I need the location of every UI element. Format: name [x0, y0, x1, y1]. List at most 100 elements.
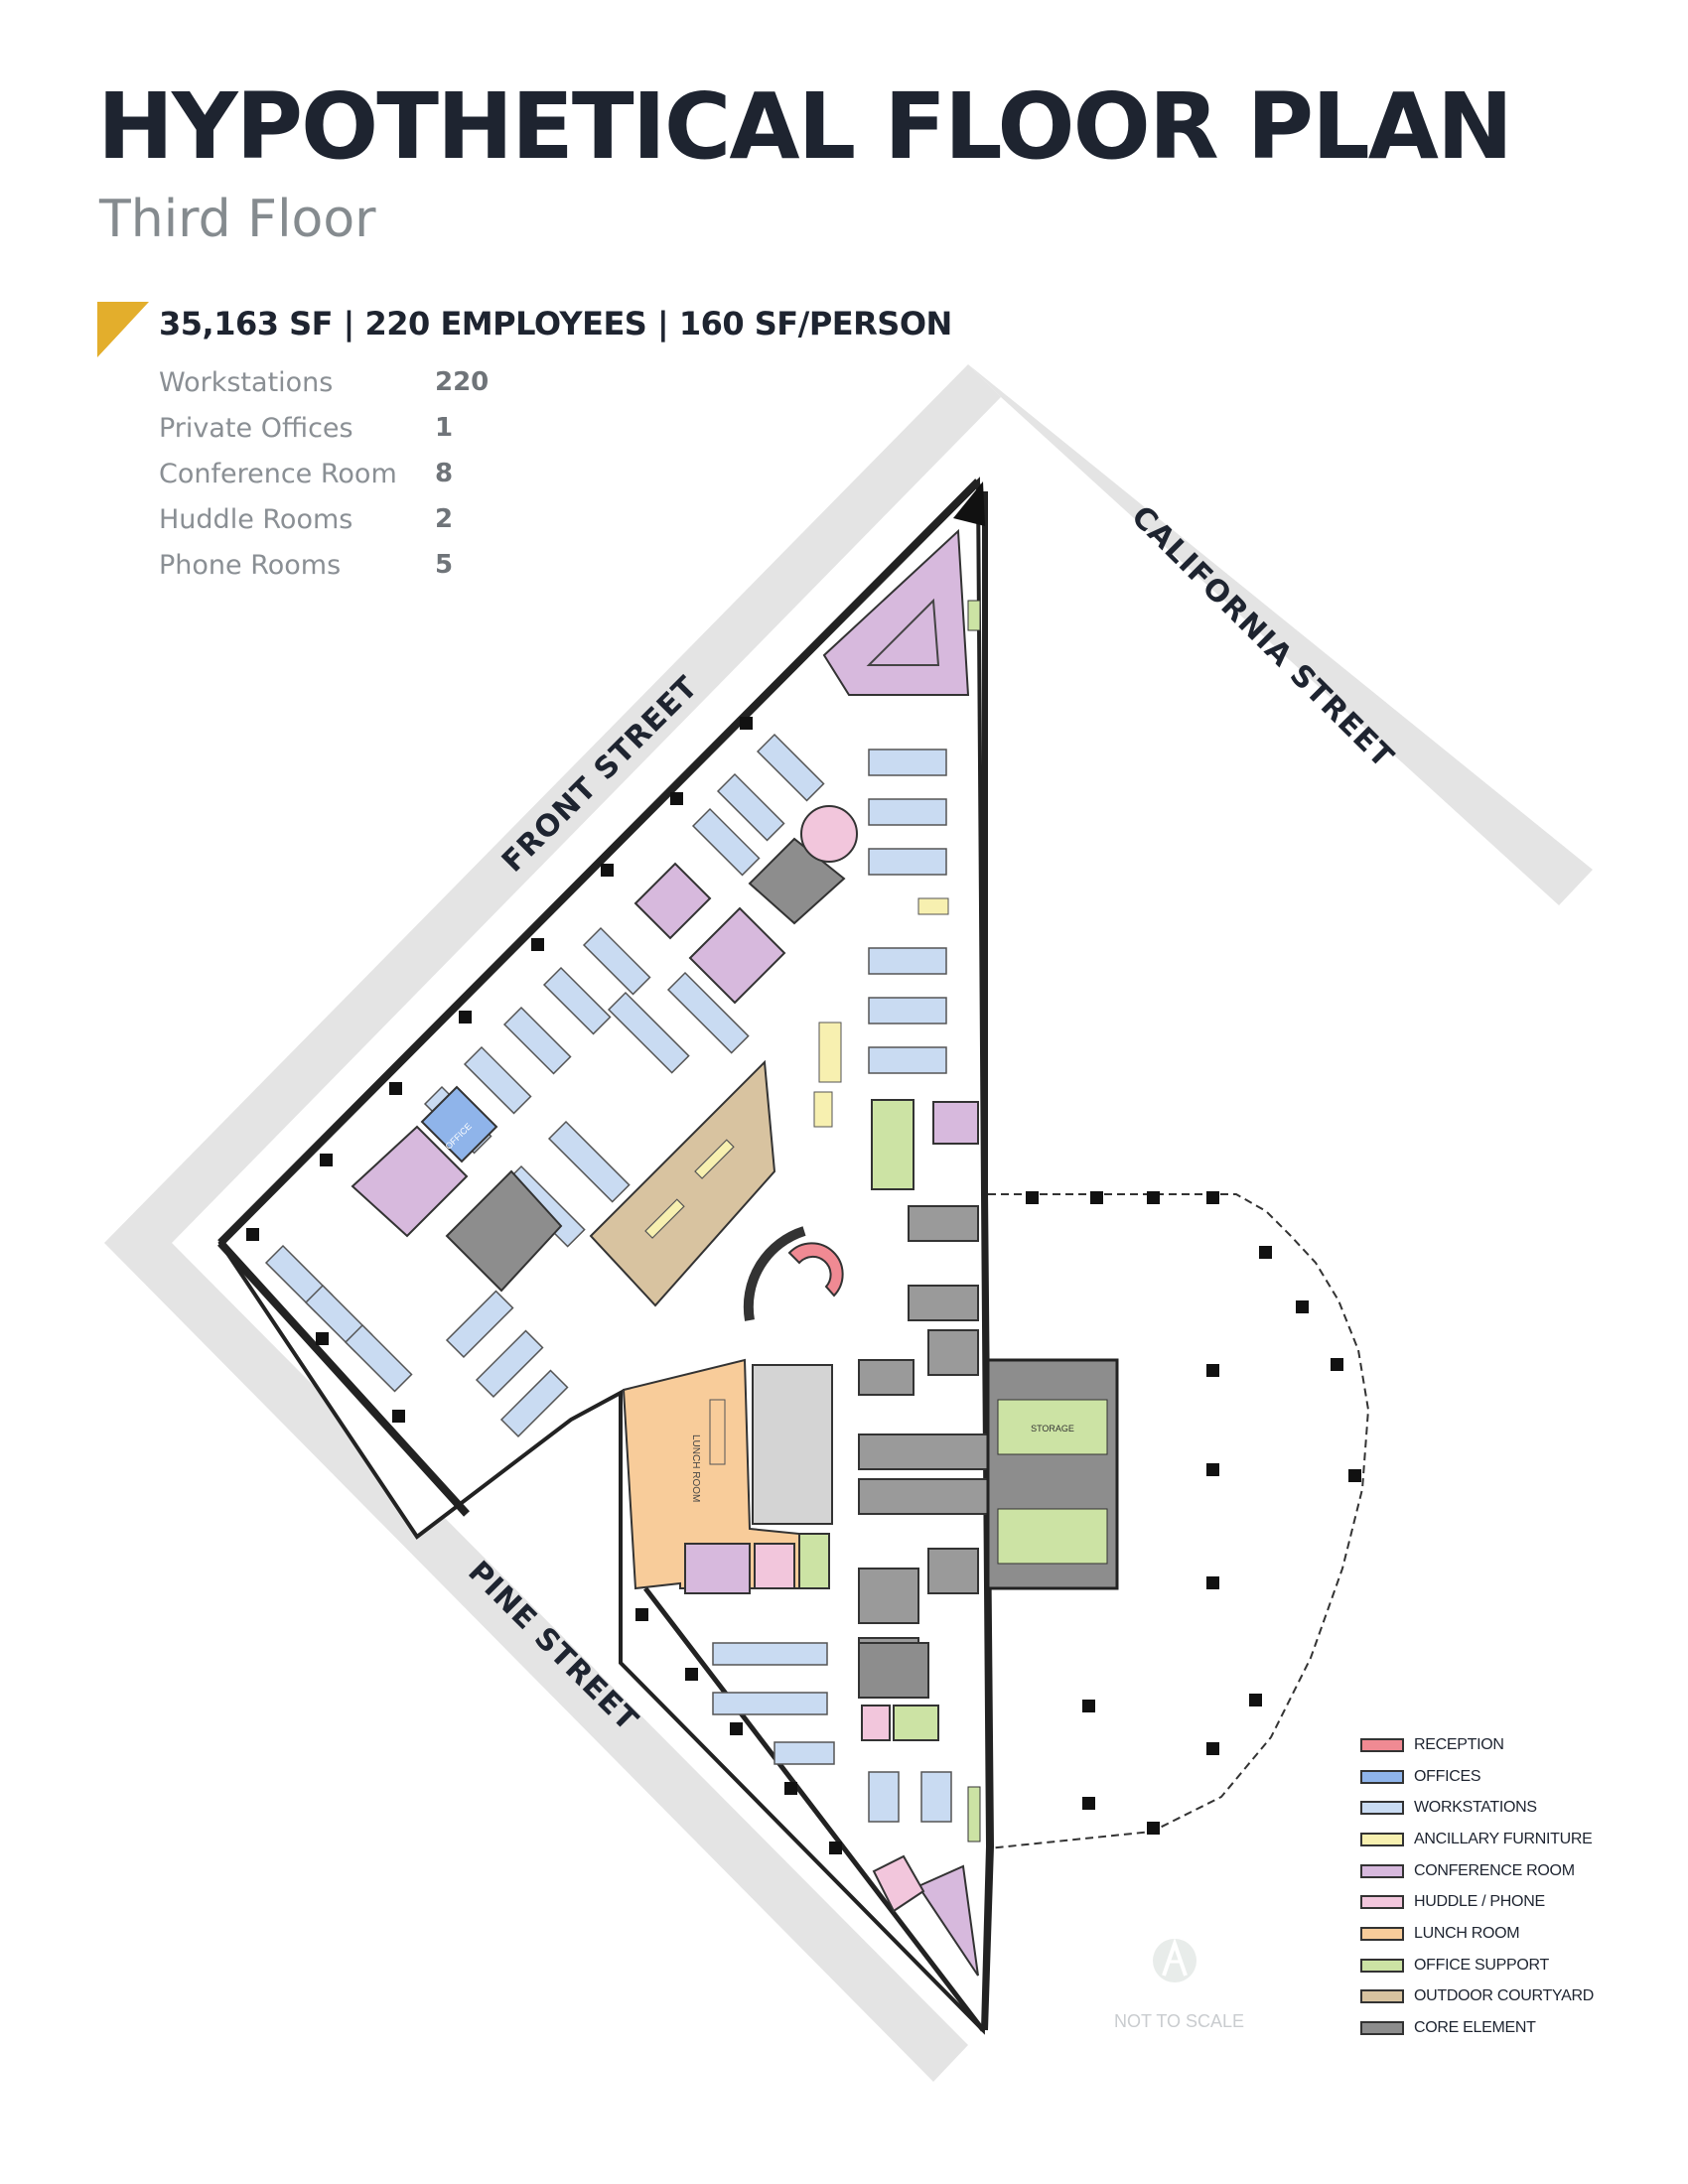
- legend-label: OFFICES: [1414, 1767, 1481, 1785]
- storage-room: [997, 1399, 1108, 1455]
- courtyard-tables: [644, 1139, 735, 1239]
- legend-item-core-element: CORE ELEMENT: [1360, 2012, 1594, 2044]
- legend-item-office-support: OFFICE SUPPORT: [1360, 1950, 1594, 1981]
- count-row-private-offices: Private Offices 1: [159, 405, 489, 451]
- storage-room-2: [997, 1508, 1108, 1565]
- ancillary-bench: [818, 1022, 842, 1083]
- huddle-room-north: [800, 805, 858, 863]
- legend-item-huddle-phone: HUDDLE / PHONE: [1360, 1886, 1594, 1918]
- legend-swatch: [1360, 1801, 1404, 1816]
- workstation-cluster-south: [712, 1642, 952, 1823]
- legend-label: ANCILLARY FURNITURE: [1414, 1830, 1593, 1847]
- legend-item-lunch-room: LUNCH ROOM: [1360, 1918, 1594, 1950]
- count-label: Huddle Rooms: [159, 503, 353, 535]
- legend-label: CORE ELEMENT: [1414, 2019, 1536, 2037]
- legend-swatch: [1360, 2021, 1404, 2036]
- street-band-front: [104, 364, 1001, 1243]
- conference-room-west: [351, 1125, 469, 1238]
- north-arrow-icon: [1153, 1937, 1196, 1982]
- legend-item-conference-room: CONFERENCE ROOM: [1360, 1855, 1594, 1887]
- legend-swatch: [1360, 1926, 1404, 1941]
- legend-label: OUTDOOR COURTYARD: [1414, 1987, 1594, 2005]
- legend-label: RECEPTION: [1414, 1735, 1504, 1753]
- page-title: HYPOTHETICAL FLOOR PLAN: [97, 73, 1513, 180]
- workstation-cluster-north: [868, 749, 947, 1074]
- north-corner-wedge: [953, 481, 985, 526]
- legend-swatch: [1360, 1958, 1404, 1973]
- private-office: [420, 1085, 498, 1163]
- space-counts: Workstations 220 Private Offices 1 Confe…: [159, 359, 489, 588]
- count-value: 8: [435, 459, 454, 488]
- legend-swatch: [1360, 1863, 1404, 1878]
- huddle-room-east: [932, 1101, 979, 1145]
- count-label: Phone Rooms: [159, 549, 342, 581]
- street-band-pine: [104, 1243, 968, 2082]
- courtyard-columns: [1026, 1191, 1361, 1835]
- accent-triangle-icon: [97, 302, 149, 357]
- pine-facade-south: [643, 1586, 985, 2032]
- page-subtitle: Third Floor: [99, 190, 376, 249]
- count-label: Workstations: [159, 366, 334, 398]
- facade-columns: [246, 717, 842, 1854]
- legend-item-reception: RECEPTION: [1360, 1729, 1594, 1761]
- legend-item-ancillary-furniture: ANCILLARY FURNITURE: [1360, 1824, 1594, 1855]
- conference-room-lunch: [684, 1543, 751, 1594]
- legend-swatch: [1360, 1989, 1404, 2004]
- support-strip-south: [967, 1786, 981, 1843]
- count-row-phone-rooms: Phone Rooms 5: [159, 542, 489, 588]
- legend-swatch: [1360, 1737, 1404, 1752]
- outdoor-courtyard-boundary: [987, 1193, 1370, 1849]
- legend-label: CONFERENCE ROOM: [1414, 1861, 1575, 1879]
- copy-room-south: [893, 1705, 939, 1741]
- count-value: 220: [435, 367, 490, 397]
- office-support-copy: [871, 1099, 914, 1190]
- street-label-pine: PINE STREET: [461, 1555, 644, 1738]
- count-label: Conference Room: [159, 458, 397, 489]
- mechanical-room: [858, 1642, 929, 1699]
- count-value: 2: [435, 504, 454, 534]
- legend: RECEPTION OFFICES WORKSTATIONS ANCILLARY…: [1360, 1729, 1594, 2044]
- count-label: Private Offices: [159, 412, 353, 444]
- not-to-scale-note: NOT TO SCALE: [1114, 2011, 1245, 2031]
- conference-room-front-1: [633, 862, 712, 940]
- legend-label: WORKSTATIONS: [1414, 1799, 1537, 1817]
- street-label-california: CALIFORNIA STREET: [1124, 499, 1400, 775]
- support-strip-top: [967, 600, 981, 631]
- conference-room-south: [916, 1864, 979, 1977]
- count-row-conference-room: Conference Room 8: [159, 451, 489, 496]
- ancillary-bench-2: [813, 1091, 833, 1128]
- core-element-west: [445, 1169, 563, 1293]
- wellness-room: [798, 1533, 830, 1589]
- core-east-wing: STORAGE: [986, 1358, 1119, 1590]
- legend-label: LUNCH ROOM: [1414, 1924, 1520, 1942]
- board-room-table: [866, 598, 940, 666]
- count-row-huddle-rooms: Huddle Rooms 2: [159, 496, 489, 542]
- legend-label: OFFICE SUPPORT: [1414, 1956, 1549, 1974]
- street-bands: [104, 364, 1593, 2082]
- outdoor-courtyard: [589, 1059, 776, 1307]
- lunch-room-counter: [709, 1399, 726, 1465]
- restrooms: [752, 1364, 833, 1525]
- count-row-workstations: Workstations 220: [159, 359, 489, 405]
- front-facade: [217, 478, 981, 1246]
- legend-item-offices: OFFICES: [1360, 1761, 1594, 1793]
- reception-seating-arc: [743, 1226, 806, 1321]
- phone-room-south: [861, 1705, 891, 1741]
- summary-stats: 35,163 SF | 220 EMPLOYEES | 160 SF/PERSO…: [159, 305, 952, 342]
- storage-label: STORAGE: [1031, 1424, 1074, 1433]
- legend-item-workstations: WORKSTATIONS: [1360, 1792, 1594, 1824]
- legend-swatch: [1360, 1832, 1404, 1846]
- board-room: [822, 528, 970, 696]
- count-value: 1: [435, 413, 454, 443]
- ancillary-table-north: [917, 897, 949, 915]
- conference-room-front-2: [688, 906, 786, 1005]
- legend-label: HUDDLE / PHONE: [1414, 1893, 1545, 1911]
- street-band-california: [968, 364, 1593, 905]
- lunch-room-label: LUNCH ROOM: [690, 1434, 701, 1502]
- phone-room-lunch: [754, 1543, 795, 1589]
- huddle-room-south: [872, 1854, 925, 1913]
- legend-item-outdoor-courtyard: OUTDOOR COURTYARD: [1360, 1981, 1594, 2013]
- pine-facade-west: [217, 1240, 470, 1517]
- count-value: 5: [435, 550, 454, 580]
